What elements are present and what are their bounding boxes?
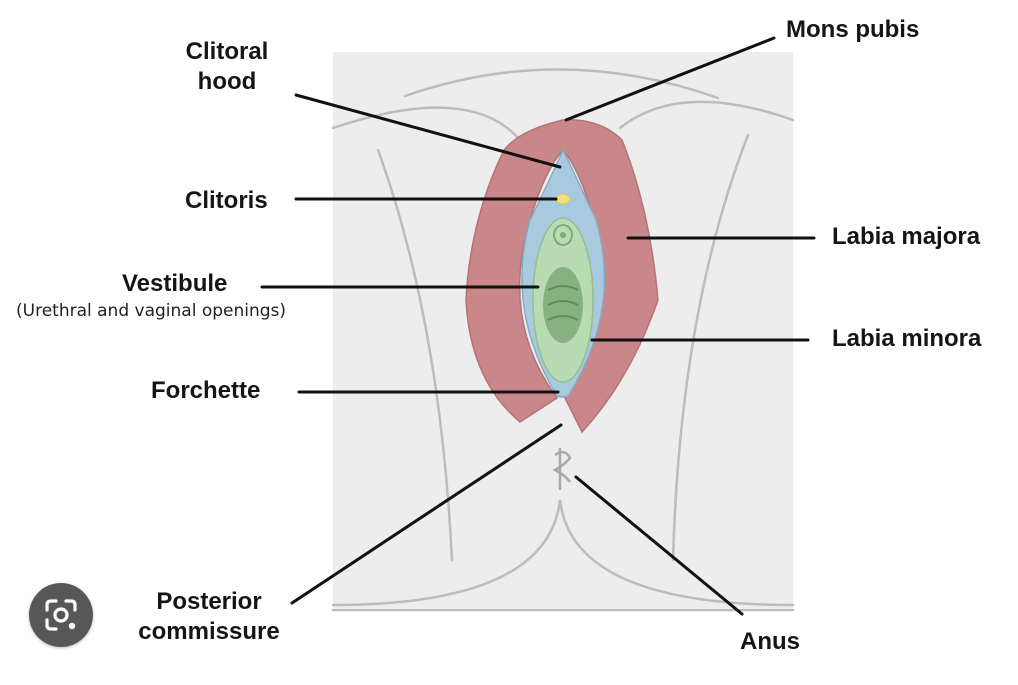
label-anus: Anus xyxy=(740,628,800,655)
vaginal-rugae xyxy=(547,285,579,321)
label-posterior-commissure-line1: Posterior xyxy=(156,588,262,615)
urethral-dot xyxy=(560,232,566,238)
label-clitoris: Clitoris xyxy=(185,187,268,214)
label-posterior-commissure: Posterior commissure xyxy=(128,587,290,647)
clitoris-shape xyxy=(555,193,571,205)
label-posterior-commissure-line2: commissure xyxy=(138,618,280,645)
anus-shape xyxy=(552,448,572,490)
vaginal-opening xyxy=(543,267,583,343)
label-labia-majora: Labia majora xyxy=(832,223,981,250)
label-forchette: Forchette xyxy=(151,377,261,404)
label-labia-minora: Labia minora xyxy=(832,325,982,352)
label-clitoral-hood-line1: Clitoral xyxy=(185,38,269,65)
label-clitoral-hood: Clitoral hood xyxy=(177,37,277,97)
urethral-opening xyxy=(553,224,573,246)
leader-lines xyxy=(260,36,816,616)
label-vestibule-sub: (Urethral and vaginal openings) xyxy=(16,301,287,321)
body-outline xyxy=(331,68,795,612)
visual-search-lens-icon xyxy=(45,599,77,631)
label-vestibule: Vestibule xyxy=(122,270,228,297)
label-mons-pubis: Mons pubis xyxy=(786,16,920,43)
visual-search-button[interactable] xyxy=(29,583,93,647)
label-clitoral-hood-line2: hood xyxy=(197,68,257,95)
